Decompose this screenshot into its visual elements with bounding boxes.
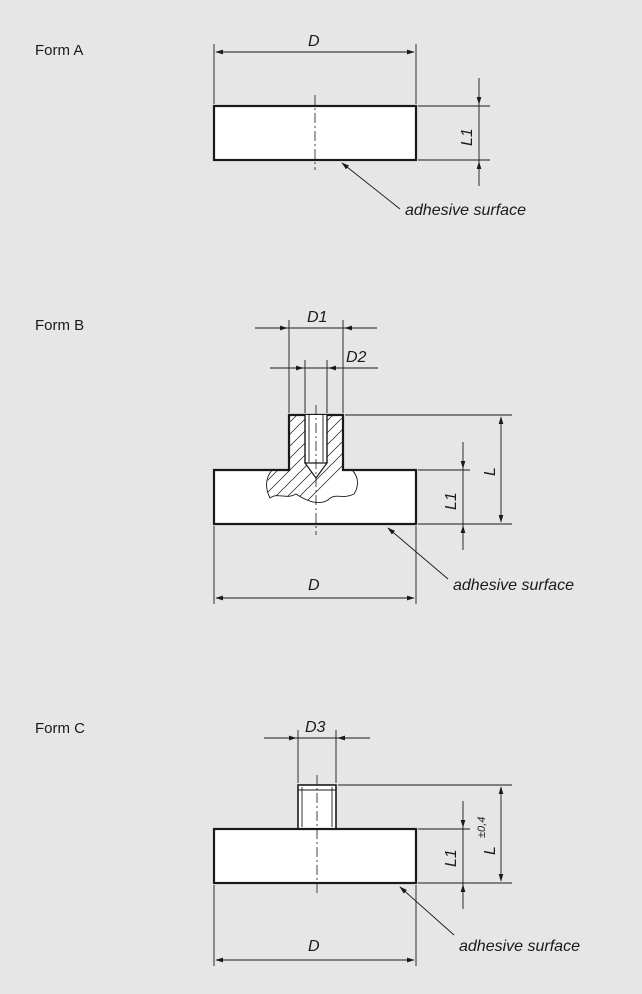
form-b-l1-label: L1 <box>443 492 460 510</box>
form-c-d-label: D <box>308 938 320 955</box>
form-c-l-tolerance: ±0,4 <box>476 817 488 838</box>
form-c: Form C D3 L ±0,4 L1 D ad <box>35 719 580 966</box>
form-c-callout: adhesive surface <box>459 938 580 955</box>
form-a: Form A D L1 adhesive surface <box>35 33 526 219</box>
form-a-title: Form A <box>35 42 83 59</box>
form-c-l-label: L <box>482 846 499 855</box>
form-b-l-label: L <box>482 467 499 476</box>
form-b-d-label: D <box>308 577 320 594</box>
form-c-magnet-body <box>212 827 418 885</box>
form-a-callout-leader <box>341 162 401 210</box>
form-b-break-line <box>266 469 358 503</box>
form-b-callout-leader <box>387 527 449 580</box>
form-b-title: Form B <box>35 317 84 334</box>
form-c-l1-label: L1 <box>443 849 460 867</box>
form-c-callout-leader <box>399 886 455 936</box>
form-b-callout: adhesive surface <box>453 577 574 594</box>
form-b: Form B <box>35 309 574 604</box>
form-a-d-label: D <box>308 33 320 50</box>
form-b-bore-fill <box>305 415 327 463</box>
form-a-l1-label: L1 <box>459 128 476 146</box>
form-c-d3-label: D3 <box>305 719 326 736</box>
form-c-title: Form C <box>35 720 85 737</box>
form-b-d1-label: D1 <box>307 309 327 326</box>
form-a-callout: adhesive surface <box>405 202 526 219</box>
form-b-d2-label: D2 <box>346 349 367 366</box>
